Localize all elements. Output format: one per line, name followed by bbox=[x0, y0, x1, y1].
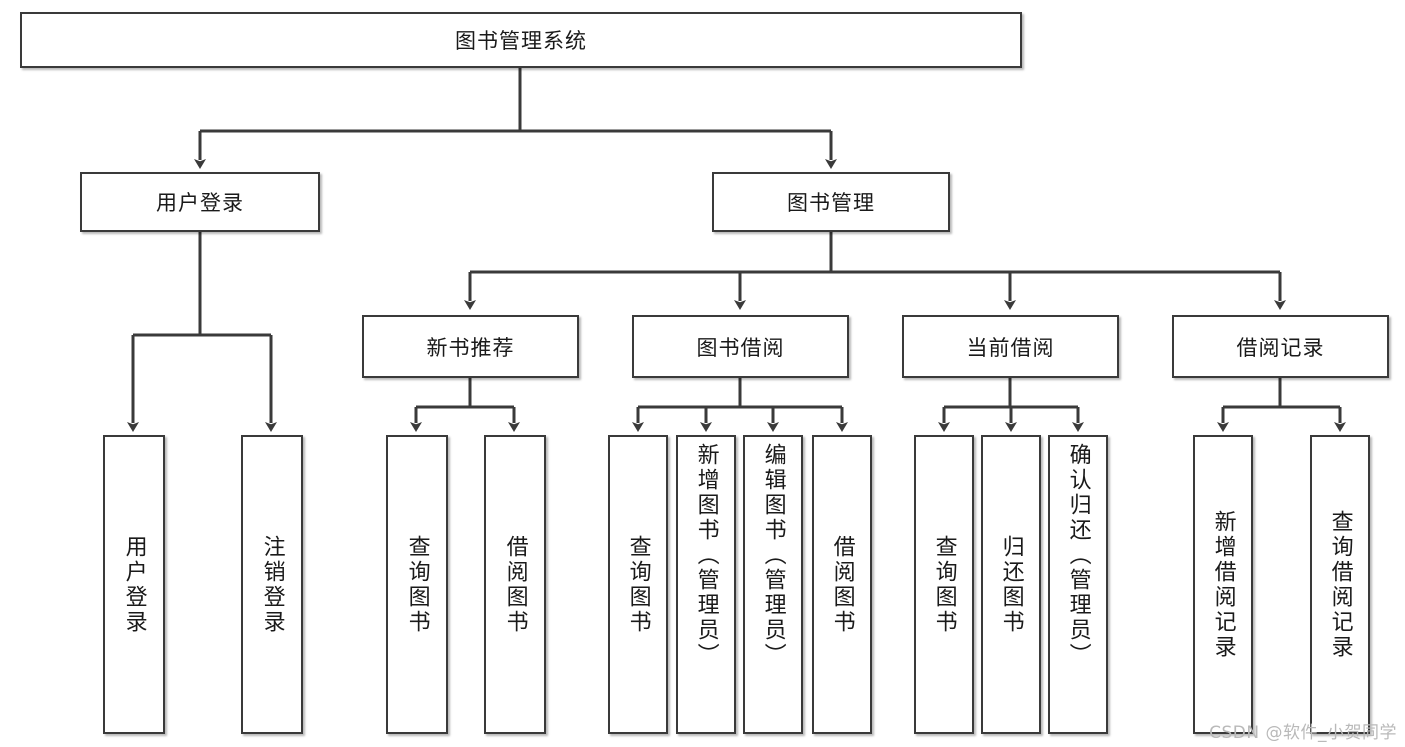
leaf-current-borrow-return[interactable]: 归还图书 bbox=[981, 435, 1041, 734]
leaf-new-book-query[interactable]: 查询图书 bbox=[386, 435, 448, 734]
leaf-current-borrow-query[interactable]: 查询图书 bbox=[914, 435, 974, 734]
leaf-new-book-borrow[interactable]: 借阅图书 bbox=[484, 435, 546, 734]
node-new-book-recommend[interactable]: 新书推荐 bbox=[362, 315, 579, 378]
leaf-current-borrow-confirm-admin[interactable]: 确认归还（管理员） bbox=[1048, 435, 1108, 734]
leaf-user-login-logout[interactable]: 注销登录 bbox=[241, 435, 303, 734]
node-label: 借阅记录 bbox=[1236, 335, 1325, 360]
leaf-book-borrow-borrow[interactable]: 借阅图书 bbox=[812, 435, 872, 734]
leaf-borrow-record-query[interactable]: 查询借阅记录 bbox=[1310, 435, 1370, 734]
node-label: 查询图书 bbox=[625, 534, 651, 635]
node-label: 查询借阅记录 bbox=[1327, 509, 1353, 660]
node-label: 借阅图书 bbox=[829, 534, 855, 635]
node-book-management[interactable]: 图书管理 bbox=[712, 172, 950, 232]
node-label: 新书推荐 bbox=[426, 335, 515, 360]
node-label: 当前借阅 bbox=[966, 335, 1055, 360]
node-label: 图书管理系统 bbox=[455, 29, 587, 53]
node-label: 图书管理 bbox=[787, 191, 875, 215]
leaf-book-borrow-edit-admin[interactable]: 编辑图书（管理员） bbox=[743, 435, 803, 734]
node-borrow-record[interactable]: 借阅记录 bbox=[1172, 315, 1389, 378]
csdn-watermark: CSDN @软件_小贺同学 bbox=[1209, 723, 1397, 743]
node-current-borrow[interactable]: 当前借阅 bbox=[902, 315, 1119, 378]
node-label: 新增借阅记录 bbox=[1210, 509, 1236, 660]
leaf-user-login-login[interactable]: 用户登录 bbox=[103, 435, 165, 734]
node-book-borrow[interactable]: 图书借阅 bbox=[632, 315, 849, 378]
node-label: 注销登录 bbox=[259, 534, 285, 635]
node-label: 图书借阅 bbox=[696, 335, 785, 360]
node-user-login[interactable]: 用户登录 bbox=[80, 172, 320, 232]
node-label: 用户登录 bbox=[156, 191, 244, 215]
node-label: 查询图书 bbox=[931, 534, 957, 635]
node-label: 查询图书 bbox=[404, 534, 430, 635]
node-label: 编辑图书（管理员） bbox=[760, 443, 786, 668]
leaf-book-borrow-query[interactable]: 查询图书 bbox=[608, 435, 668, 734]
node-label: 确认归还（管理员） bbox=[1065, 443, 1091, 668]
leaf-book-borrow-add-admin[interactable]: 新增图书（管理员） bbox=[676, 435, 736, 734]
node-root-library-system[interactable]: 图书管理系统 bbox=[20, 12, 1022, 68]
node-label: 借阅图书 bbox=[502, 534, 528, 635]
node-label: 用户登录 bbox=[121, 534, 147, 635]
leaf-borrow-record-add[interactable]: 新增借阅记录 bbox=[1193, 435, 1253, 734]
node-label: 新增图书（管理员） bbox=[693, 443, 719, 668]
node-label: 归还图书 bbox=[998, 534, 1024, 635]
